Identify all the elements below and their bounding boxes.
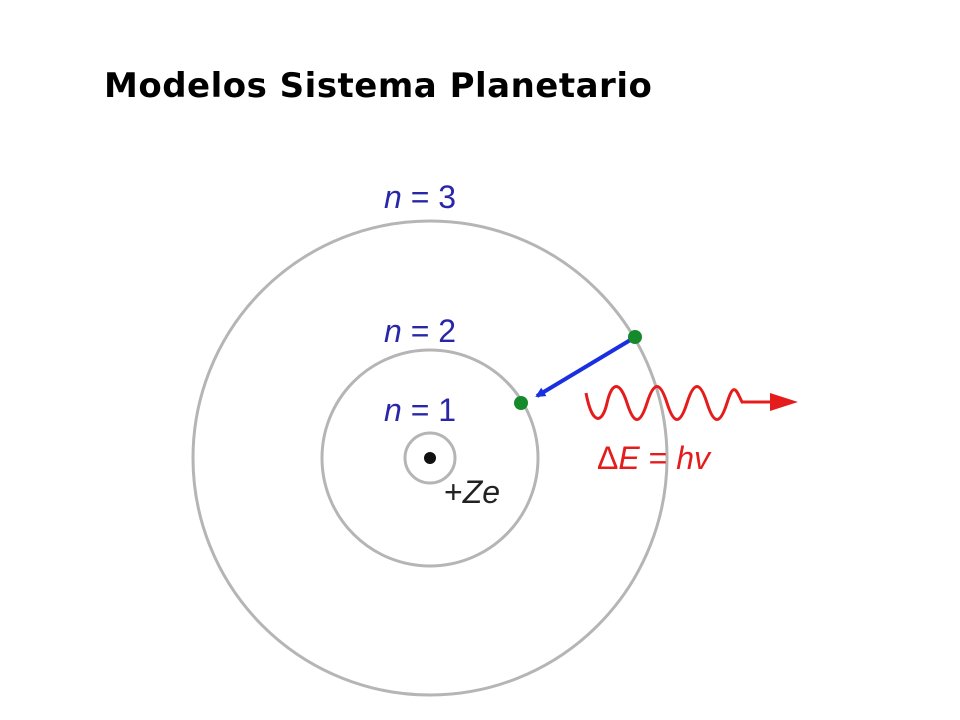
label-n3: n = 3: [384, 179, 456, 215]
label-n1: n = 1: [384, 392, 456, 428]
orbit-n2: [320, 348, 540, 568]
electron-outer: [628, 330, 642, 344]
photon-energy-label: ΔE = hv: [597, 440, 712, 476]
label-n2: n = 2: [384, 313, 456, 349]
photon-wave: [584, 385, 776, 421]
orbit-n3: [191, 219, 669, 697]
electron-inner: [514, 396, 528, 410]
transition-arrow: [535, 337, 634, 398]
orbit-n1: [403, 431, 457, 485]
nucleus-charge-label: +Ze: [444, 474, 500, 510]
page-title: Modelos Sistema Planetario: [104, 66, 653, 106]
nucleus-dot: [424, 452, 436, 464]
photon-arrowhead: [770, 393, 798, 411]
